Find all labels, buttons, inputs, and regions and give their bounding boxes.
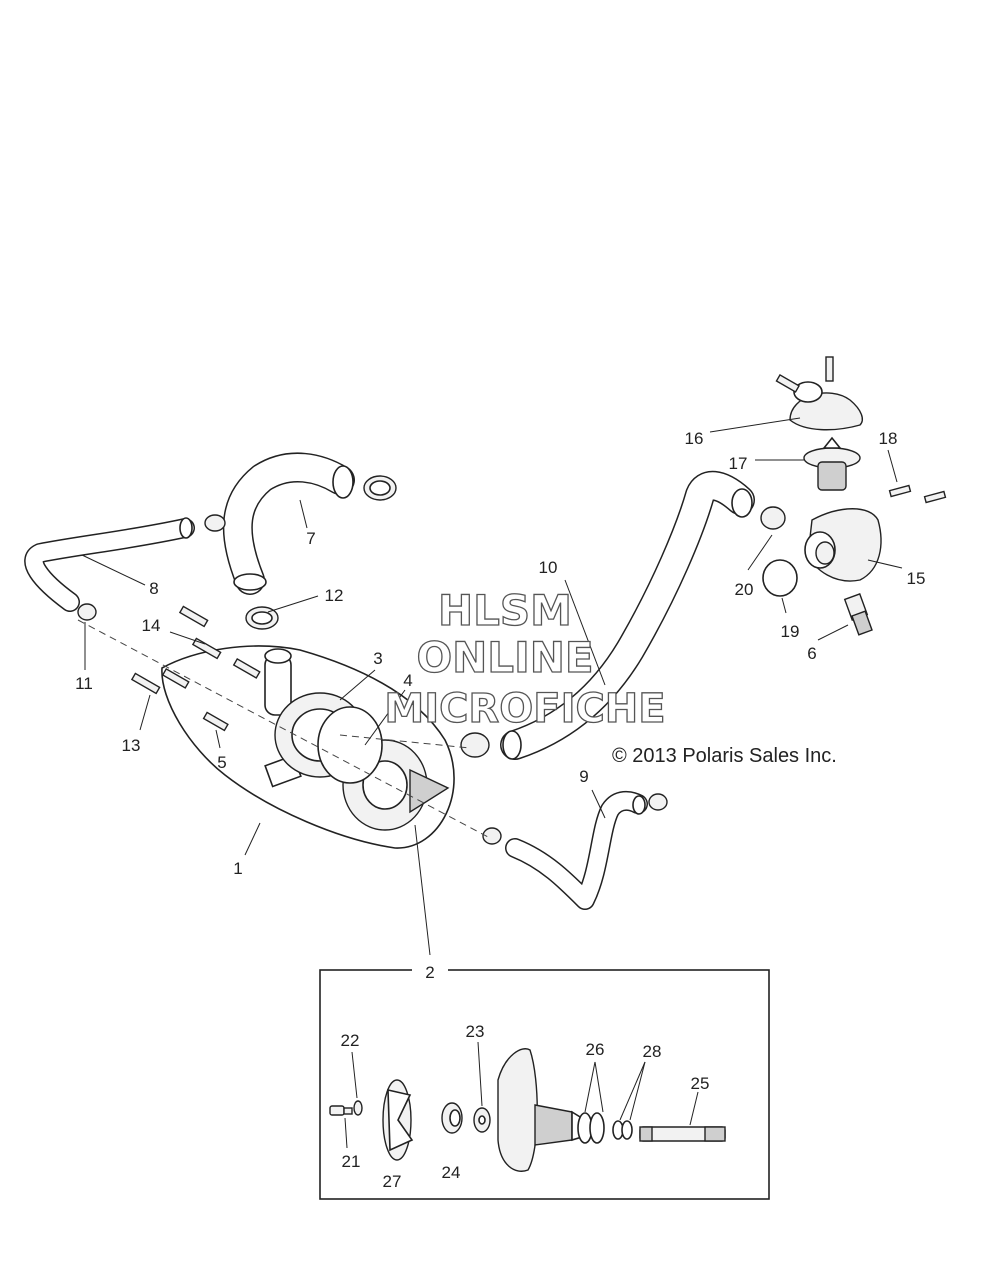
- callout-6: 6: [807, 644, 816, 663]
- thermostat-cover: [775, 356, 863, 431]
- bolt-icon: [130, 605, 261, 732]
- thermostat-icon: [803, 436, 861, 491]
- o-ring-icon: [762, 559, 798, 597]
- callout-16: 16: [685, 429, 704, 448]
- callout-1: 1: [233, 859, 242, 878]
- callout-20: 20: [735, 580, 754, 599]
- hose-9: [505, 790, 648, 910]
- callout-12: 12: [325, 586, 344, 605]
- watermark-line-1: HLSM: [438, 586, 572, 635]
- watermark-line-2: ONLINE: [416, 633, 593, 682]
- leader-lines: [81, 417, 903, 956]
- inset-leader-lines: [344, 1041, 699, 1149]
- callout-17: 17: [729, 454, 748, 473]
- watermark: HLSM ONLINE MICROFICHE: [384, 585, 667, 732]
- shaft-icon: [639, 1126, 726, 1142]
- inset-label-bg: [412, 962, 448, 980]
- callout-9: 9: [579, 767, 588, 786]
- callout-28: 28: [643, 1042, 662, 1061]
- callout-2: 2: [425, 963, 434, 982]
- seal-24: [441, 1102, 463, 1134]
- impeller-icon: [382, 1079, 414, 1161]
- callout-8: 8: [149, 579, 158, 598]
- callout-15: 15: [907, 569, 926, 588]
- callout-19: 19: [781, 622, 800, 641]
- copyright-text: © 2013 Polaris Sales Inc.: [612, 745, 837, 767]
- callout-10: 10: [539, 558, 558, 577]
- callout-11: 11: [75, 674, 93, 693]
- bolt-icon: [923, 490, 947, 504]
- inset-box: [319, 969, 770, 1200]
- callout-13: 13: [122, 736, 141, 755]
- callout-3: 3: [373, 649, 382, 668]
- washer-22: [353, 1100, 363, 1116]
- bolt-icon: [329, 1105, 353, 1116]
- bolt-icon: [888, 484, 912, 498]
- callout-5: 5: [217, 753, 226, 772]
- watermark-line-3: MICROFICHE: [384, 686, 665, 732]
- hose-8: [24, 517, 195, 612]
- callout-27: 27: [383, 1172, 402, 1191]
- callout-26: 26: [586, 1040, 605, 1059]
- callout-25: 25: [691, 1074, 710, 1093]
- sensor-icon: [843, 593, 873, 636]
- washer-23: [473, 1107, 491, 1133]
- pump-housing-2: [497, 1048, 586, 1172]
- callout-24: 24: [442, 1163, 461, 1182]
- o-ring-icon: [577, 1112, 633, 1144]
- callout-23: 23: [466, 1022, 485, 1041]
- hose-7: [222, 452, 355, 595]
- callout-labels: 1 2 3 4 5 6 7 8 9 10 11 12 13 14 15 16 1…: [75, 429, 925, 1191]
- callout-4: 4: [403, 671, 412, 690]
- hose-10: [500, 470, 755, 760]
- water-pump-icon: [264, 648, 450, 831]
- callout-22: 22: [341, 1031, 360, 1050]
- callout-7: 7: [306, 529, 315, 548]
- callout-14: 14: [142, 616, 161, 635]
- callout-21: 21: [342, 1152, 361, 1171]
- callout-18: 18: [879, 429, 898, 448]
- thermostat-housing: [804, 508, 882, 582]
- hose-clamp-icon: [77, 475, 786, 845]
